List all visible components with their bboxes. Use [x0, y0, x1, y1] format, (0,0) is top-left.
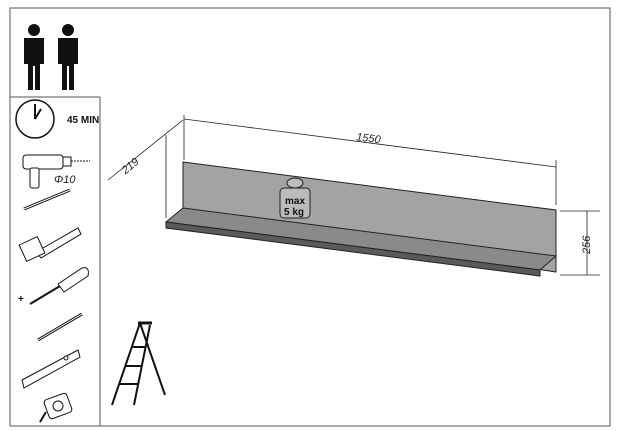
person-icon [24, 24, 44, 90]
pencil-icon [37, 312, 83, 342]
phillips-symbol: + [18, 294, 24, 305]
person-icon [58, 24, 78, 90]
step-ladder-icon [111, 321, 166, 406]
tape-measure-icon [39, 392, 73, 423]
drill-icon [22, 154, 90, 189]
width-dimension: 1550 [355, 131, 382, 146]
clock-icon [15, 99, 55, 139]
max-load-line2: 5 kg [284, 207, 304, 218]
drill-bit-size: Φ10 [54, 174, 76, 186]
depth-dimension: 219 [119, 156, 142, 178]
hammer-icon [18, 227, 82, 263]
frame [9, 7, 611, 427]
phillips-screwdriver-icon [29, 267, 89, 305]
wall-shelf [164, 161, 558, 277]
dimension-lines [107, 115, 600, 276]
time-label: 45 MIN [67, 115, 99, 126]
drill-bit-icon [23, 188, 71, 211]
weight-icon [279, 177, 311, 219]
max-load-line1: max [285, 196, 305, 207]
spirit-level-icon [21, 349, 81, 389]
shelf-front-edge [165, 221, 541, 277]
height-dimension: 256 [581, 235, 593, 255]
